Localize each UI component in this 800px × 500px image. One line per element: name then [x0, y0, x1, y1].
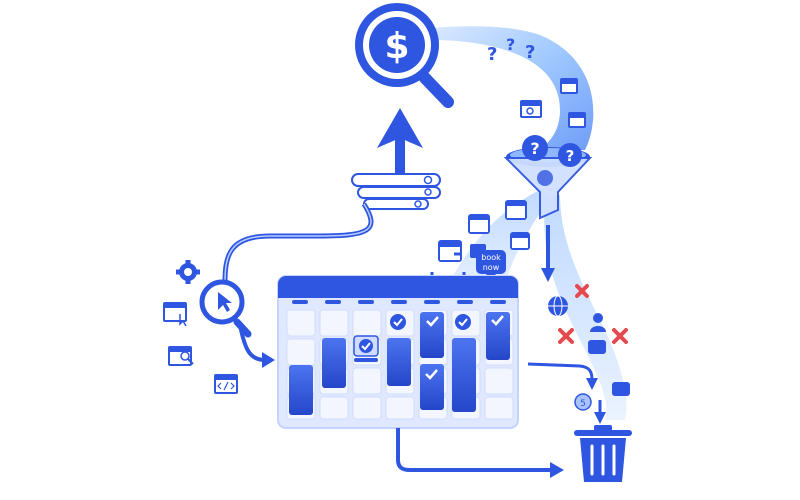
reject-x-icon	[612, 328, 628, 344]
data-stream-upper	[430, 26, 594, 150]
money-search-magnifier: $	[355, 3, 454, 108]
question-mark-icon: ?	[530, 139, 539, 158]
cursor-search-magnifier	[199, 279, 252, 338]
question-mark-icon: ?	[506, 35, 515, 54]
booking-block	[322, 338, 346, 388]
reject-x-icon	[575, 284, 589, 298]
calendar-mini-icons	[438, 200, 530, 262]
funnel-output-arrow	[541, 225, 555, 282]
book-now-line2: now	[483, 263, 500, 272]
booking-block	[452, 338, 476, 412]
funnel-icon: ? ?	[503, 135, 593, 220]
connector-curve-left-inner	[224, 203, 372, 283]
question-mark-icon: ?	[525, 42, 535, 63]
booking-block	[420, 312, 444, 358]
calendar-panel	[277, 275, 519, 429]
browser-window-icons-upper	[520, 78, 586, 128]
search-bars-stack	[351, 173, 441, 210]
dollar-sign-icon: $	[384, 26, 409, 67]
search-window-icon	[168, 346, 194, 366]
upward-arrow	[377, 108, 423, 180]
data-stream-to-trash	[544, 195, 627, 420]
check-badges	[359, 314, 504, 380]
coin-icon	[574, 393, 592, 411]
question-mark-icon: ?	[487, 44, 497, 65]
question-marks: ? ? ?	[487, 35, 535, 65]
cursor-icon	[218, 292, 232, 312]
question-mark-icon: ?	[566, 147, 575, 165]
booking-block	[486, 312, 510, 360]
wallet-icon	[612, 382, 630, 396]
code-window-icon	[214, 374, 238, 394]
gear-icon	[176, 260, 200, 284]
browser-window-icon	[163, 302, 187, 327]
reject-x-icon	[558, 328, 574, 344]
discarded-items: 5	[548, 295, 630, 424]
book-now-line1: book	[481, 253, 501, 262]
user-icon	[590, 313, 606, 332]
trash-icon	[574, 425, 632, 482]
booking-block	[387, 338, 411, 386]
reject-x-marks	[558, 284, 628, 344]
connector-calendar-to-trash	[396, 428, 552, 472]
booking-block	[420, 364, 444, 410]
chat-icon	[588, 340, 606, 354]
connector-side-to-trash	[527, 362, 594, 381]
connector-curve-left	[222, 202, 374, 283]
booking-block	[289, 365, 313, 415]
coin-value: 5	[580, 399, 586, 409]
connector-to-calendar	[238, 324, 266, 362]
